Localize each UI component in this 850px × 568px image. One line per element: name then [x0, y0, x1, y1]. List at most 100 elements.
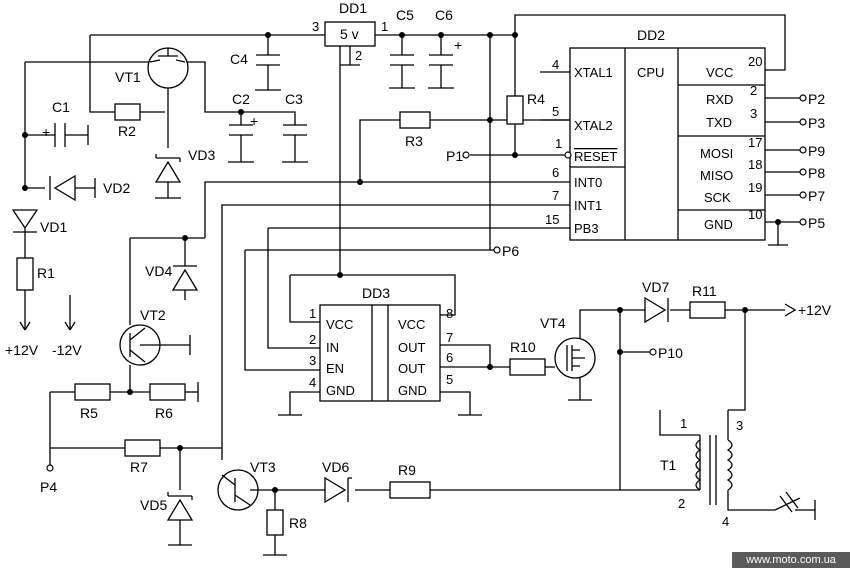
pin-name-txd: TXD	[706, 115, 732, 130]
port-p9: P9	[808, 143, 825, 159]
dd1-value: 5 v	[340, 26, 359, 42]
pin-name-pb3: PB3	[574, 221, 599, 236]
r3-label: R3	[405, 133, 423, 149]
supply-pos: +12V	[5, 342, 39, 358]
dd1-pin-in: 3	[312, 19, 319, 34]
vd5-label: VD5	[140, 497, 167, 513]
watermark: www.moto.com.ua	[732, 552, 850, 568]
pin-num-miso: 18	[748, 157, 762, 172]
vd4-label: VD4	[145, 263, 172, 279]
drv-pin-name-out-6: OUT	[398, 361, 426, 376]
ports: P1 P2 P3 P9 P8 P7 P5 P6 P10 P4	[40, 91, 825, 495]
pin-num-sck: 19	[748, 180, 762, 195]
drv-pin-num-3: 3	[309, 353, 316, 368]
pin-num-rxd: 2	[750, 83, 757, 98]
drv-pin-num-5: 5	[446, 372, 453, 387]
port-p3: P3	[808, 115, 825, 131]
vt2-label: VT2	[140, 307, 166, 323]
cpu-label: CPU	[637, 65, 664, 80]
c2-label: C2	[232, 91, 250, 107]
r2-label: R2	[118, 123, 136, 139]
pin-name-int1: INT1	[574, 198, 602, 213]
pin-name-gnd: GND	[704, 217, 733, 232]
supply-labels: +12V -12V +12V	[5, 295, 832, 358]
pin-name-miso: MISO	[700, 168, 733, 183]
drv-pin-num-1: 1	[309, 306, 316, 321]
wires	[24, 14, 800, 555]
transistors: VT1 VT2 VT3 VT4	[115, 47, 596, 511]
regulator-dd1: DD1 5 v 3 1 2	[312, 0, 388, 63]
pin-name-rxd: RXD	[706, 92, 733, 107]
supply-neg: -12V	[52, 342, 82, 358]
vd1-label: VD1	[40, 219, 67, 235]
pin-name-xtal1: XTAL1	[574, 65, 613, 80]
c3-label: C3	[285, 91, 303, 107]
vt1-label: VT1	[115, 69, 141, 85]
pin-num-int1: 7	[552, 188, 559, 203]
c2-plus: +	[250, 113, 258, 129]
dd2-label: DD2	[637, 27, 665, 43]
diodes: VD1 VD2 VD3 VD4 VD5 VD6 VD7	[11, 147, 669, 521]
vd7-label: VD7	[642, 279, 669, 295]
pin-num-reset: 1	[555, 136, 562, 151]
r7-label: R7	[130, 459, 148, 475]
r5-label: R5	[80, 405, 98, 421]
dd1-pin-gnd: 2	[355, 48, 362, 63]
dd1-label: DD1	[339, 0, 367, 16]
c1-plus: +	[42, 124, 50, 140]
port-p2: P2	[808, 91, 825, 107]
drv-pin-num-6: 6	[446, 350, 453, 365]
pin-num-xtal1: 4	[552, 57, 559, 72]
cpu-dd2: DD2 CPU 4 XTAL1 5 XTAL2 1 RESET 6 INT0 7…	[540, 27, 766, 241]
drv-pin-num-2: 2	[309, 332, 316, 347]
pin-num-xtal2: 5	[552, 104, 559, 119]
t1-pin-4: 4	[722, 514, 729, 529]
capacitors: C4 C5 C6 + C2 + C3 C1 +	[42, 7, 462, 147]
vt4-label: VT4	[540, 315, 566, 331]
drv-pin-name-gnd-left: GND	[326, 383, 355, 398]
driver-dd3: DD3 1 VCC 2 IN 3 EN 4 GND 8 VCC 7 OUT 6 …	[308, 285, 453, 402]
drv-pin-name-vcc-left: VCC	[326, 317, 353, 332]
drv-pin-name-vcc-right: VCC	[398, 317, 425, 332]
pin-name-reset: RESET	[574, 149, 617, 164]
t1-pin-1: 1	[680, 416, 687, 431]
drv-pin-num-7: 7	[446, 330, 453, 345]
transformer-t1: T1 1 2 3 4	[660, 410, 815, 529]
c1-label: C1	[52, 99, 70, 115]
junction-dots	[22, 32, 781, 493]
vd2-label: VD2	[103, 180, 130, 196]
c6-plus: +	[454, 37, 462, 53]
port-p1: P1	[446, 148, 463, 164]
r8-label: R8	[289, 515, 307, 531]
c5-label: C5	[396, 7, 414, 23]
resistors: R2 R3 R4 R1 R5 R6 R7 R8 R9 R10 R11	[16, 91, 726, 536]
r1-label: R1	[37, 265, 55, 281]
port-p8: P8	[808, 165, 825, 181]
drv-pin-num-8: 8	[446, 306, 453, 321]
pin-num-mosi: 17	[748, 135, 762, 150]
t1-pin-2: 2	[678, 496, 685, 511]
supply-out: +12V	[798, 302, 832, 318]
pin-name-int0: INT0	[574, 175, 602, 190]
ground-symbols	[94, 64, 816, 556]
vd3-label: VD3	[188, 147, 215, 163]
drv-pin-name-gnd-right: GND	[398, 383, 427, 398]
port-p4: P4	[40, 479, 57, 495]
pin-name-vcc: VCC	[706, 65, 733, 80]
port-p5: P5	[808, 215, 825, 231]
t1-label: T1	[660, 457, 677, 473]
r6-label: R6	[155, 405, 173, 421]
pin-name-xtal2: XTAL2	[574, 118, 613, 133]
pin-name-mosi: MOSI	[700, 146, 733, 161]
drv-pin-num-4: 4	[309, 375, 316, 390]
dd3-label: DD3	[362, 285, 390, 301]
r10-label: R10	[510, 339, 536, 355]
dd1-pin-out: 1	[381, 19, 388, 34]
pin-num-gnd: 10	[748, 207, 762, 222]
drv-pin-name-in: IN	[326, 340, 339, 355]
r11-label: R11	[692, 283, 717, 299]
port-p10: P10	[658, 345, 683, 361]
c4-label: C4	[230, 51, 248, 67]
c6-label: C6	[435, 7, 453, 23]
